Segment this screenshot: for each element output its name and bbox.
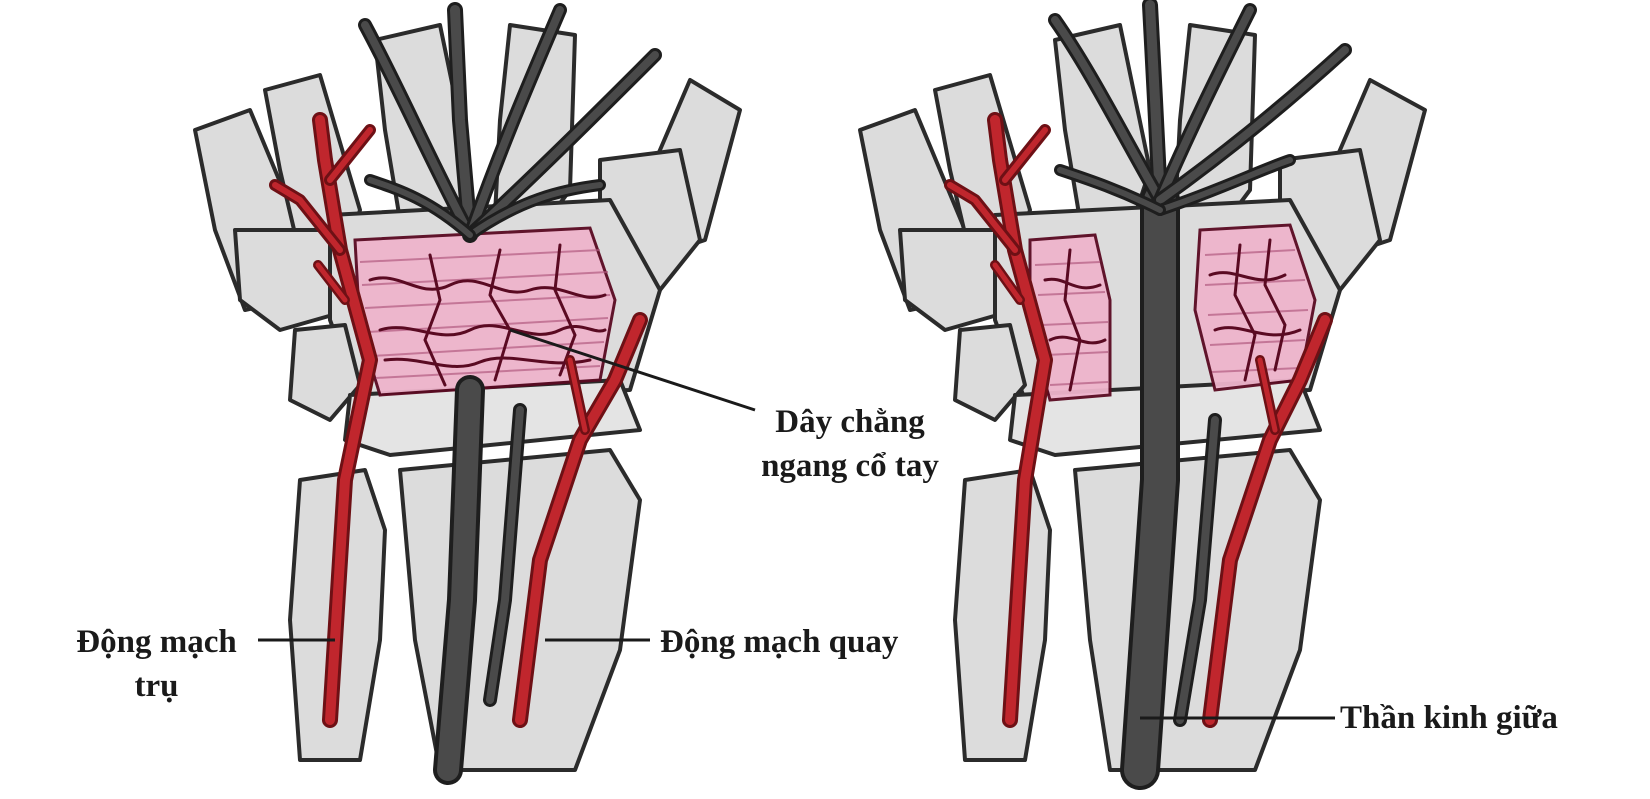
ulnar-artery-label: Động mạch trụ [54, 620, 259, 708]
left-scaphoid [288, 323, 362, 422]
left-median-nerve [358, 2, 662, 785]
right-wrist [858, 0, 1427, 790]
left-ulnar-artery [269, 112, 378, 728]
right-ligament-right-half [1193, 223, 1317, 392]
right-ulnar-artery [944, 112, 1053, 728]
right-median-nerve [1048, 0, 1352, 790]
left-radial-artery [512, 312, 648, 728]
ulnar-artery-label-line1: Động mạch [76, 624, 237, 660]
left-wrist [193, 2, 742, 785]
ligament-leader-line [509, 328, 756, 412]
radial-artery-label: Động mạch quay [660, 624, 899, 660]
ligament-label: Dây chằng ngang cổ tay [745, 400, 955, 488]
right-ligament-detail [1034, 238, 1309, 392]
right-scaphoid [953, 323, 1027, 422]
ulnar-artery-label-line2: trụ [134, 668, 179, 704]
right-carpal-trapezium [898, 228, 1017, 332]
left-ligament-veins [368, 243, 607, 387]
ligament-label-line1: Dây chằng [775, 404, 925, 440]
ligament-label-line2: ngang cổ tay [761, 448, 939, 484]
right-radial-artery [1202, 312, 1333, 728]
median-nerve-label: Thần kinh giữa [1340, 700, 1558, 736]
